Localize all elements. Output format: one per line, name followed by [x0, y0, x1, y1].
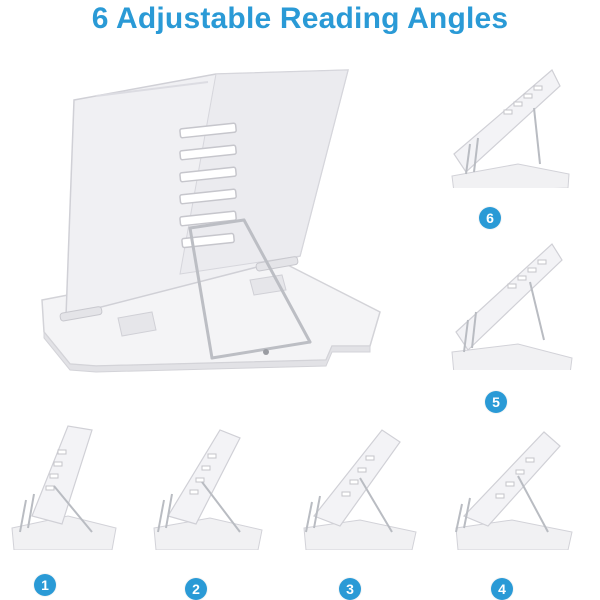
- angle-badge-5: 5: [485, 391, 507, 413]
- stand-angle-4-image: [452, 420, 577, 550]
- stand-angle-1-image: [8, 420, 133, 550]
- angle-badge-4: 4: [491, 578, 513, 600]
- angle-badge-6: 6: [479, 207, 501, 229]
- angle-badge-1: 1: [34, 574, 56, 596]
- stand-angle-6-image: [448, 68, 573, 188]
- angle-badge-2: 2: [185, 578, 207, 600]
- book-stand-main-image: [30, 60, 390, 400]
- stand-angle-5-image: [448, 240, 573, 370]
- angle-badge-3: 3: [339, 578, 361, 600]
- page-title: 6 Adjustable Reading Angles: [91, 2, 509, 35]
- stand-angle-2-image: [150, 420, 275, 550]
- stand-angle-3-image: [300, 420, 425, 550]
